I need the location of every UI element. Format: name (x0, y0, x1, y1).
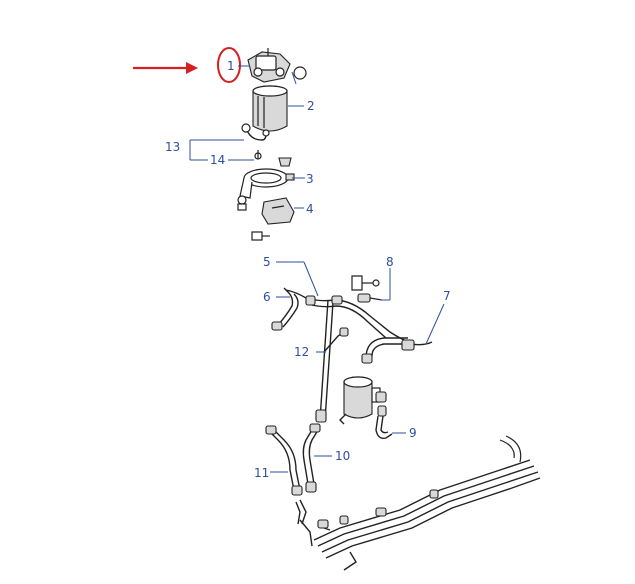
callout-11: 11 (254, 466, 269, 480)
highlight-arrow (133, 62, 198, 74)
callout-5: 5 (263, 255, 271, 269)
callout-7: 7 (443, 289, 451, 303)
part-4-support-plate (251, 197, 295, 241)
highlight-circle (217, 47, 241, 83)
part-14-clip (254, 150, 262, 160)
part-grommet (278, 157, 292, 167)
callout-9: 9 (409, 426, 417, 440)
part-2-filter-canister (252, 85, 288, 132)
fuel-rail-lines (295, 435, 541, 571)
part-5-fuel-line (305, 295, 415, 423)
callout-8: 8 (386, 255, 394, 269)
part-fuel-pump (339, 376, 381, 425)
part-13-sensor-hose (241, 123, 270, 141)
part-9-hose (375, 391, 393, 440)
callout-13: 13 (165, 140, 180, 154)
callout-10: 10 (335, 449, 350, 463)
part-1-filter-head (247, 48, 307, 83)
part-3-bracket (237, 168, 295, 211)
part-7-return-hose (361, 337, 433, 364)
callout-12: 12 (294, 345, 309, 359)
callout-4: 4 (306, 202, 314, 216)
part-11-hose (265, 425, 303, 496)
callout-3: 3 (306, 172, 314, 186)
part-8-clamp (351, 275, 383, 303)
callout-1: 1 (227, 59, 235, 73)
part-10-hose (302, 423, 321, 493)
callout-6: 6 (263, 290, 271, 304)
callout-2: 2 (307, 99, 315, 113)
callout-14: 14 (210, 153, 225, 167)
part-6-bent-hose (271, 287, 307, 331)
part-12-vent-line (323, 327, 349, 353)
